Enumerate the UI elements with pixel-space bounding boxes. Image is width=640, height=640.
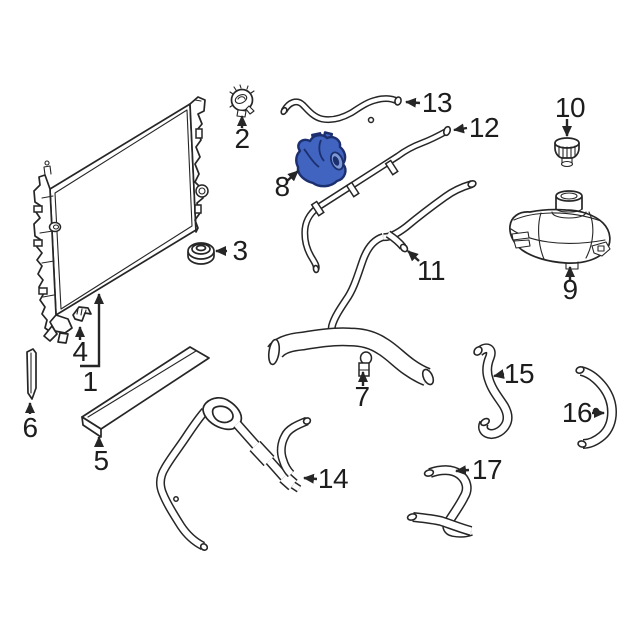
- callout-2: 2: [234, 123, 250, 154]
- leader-1: [80, 293, 104, 368]
- part-4-clip: [72, 306, 92, 322]
- callout-10: 10: [554, 92, 586, 123]
- callout-15: 15: [503, 358, 535, 389]
- leader-12: [453, 123, 468, 134]
- part-13-hose: [280, 95, 402, 124]
- callout-7: 7: [354, 381, 370, 412]
- callout-8: 8: [274, 171, 290, 202]
- part-1-radiator: [33, 96, 209, 344]
- callout-11: 11: [416, 255, 446, 286]
- callout-6: 6: [22, 412, 38, 443]
- leader-13: [405, 97, 421, 108]
- callout-1: 1: [82, 366, 98, 397]
- callout-4: 4: [72, 336, 88, 367]
- part-3-grommet: [187, 242, 215, 265]
- part-5-seal-bar: [81, 346, 210, 438]
- part-12-hose: [301, 125, 452, 274]
- callout-17: 17: [471, 454, 503, 485]
- callout-5: 5: [93, 445, 109, 476]
- part-11-hose: [327, 180, 477, 340]
- leader-arrows: [25, 97, 605, 484]
- part-17-hose: [406, 465, 473, 538]
- part-16-hose: [575, 366, 617, 449]
- leader-8: [286, 170, 299, 182]
- callout-14: 14: [317, 463, 349, 494]
- callout-16: 16: [561, 397, 593, 428]
- part-9-reservoir: [509, 190, 611, 270]
- part-15-hose: [473, 343, 513, 439]
- leader-15: [493, 369, 505, 379]
- callout-3: 3: [232, 235, 248, 266]
- callout-13: 13: [421, 87, 453, 118]
- leader-14: [303, 473, 318, 484]
- callout-9: 9: [562, 274, 578, 305]
- part-6-strip-seal: [26, 348, 37, 400]
- part-14-hose-assembly: [156, 397, 312, 552]
- callout-12: 12: [468, 112, 500, 143]
- leader-17: [455, 465, 470, 476]
- part-2-cap: [229, 84, 255, 118]
- part-10-reservoir-cap: [554, 137, 580, 168]
- part-7-hose: [267, 327, 435, 386]
- leader-11: [407, 250, 420, 262]
- part-8-highlighted-connector: [295, 131, 347, 188]
